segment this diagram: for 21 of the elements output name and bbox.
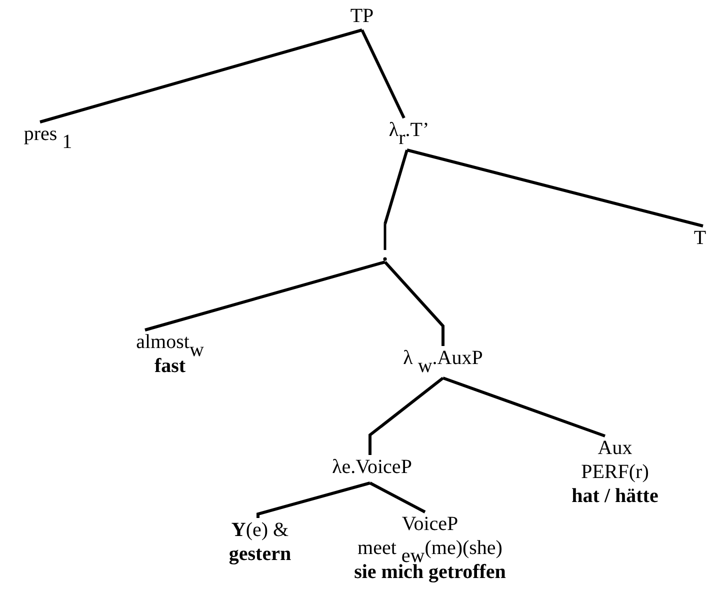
tree-branch xyxy=(406,148,704,228)
tree-branch xyxy=(442,376,606,438)
node-label: sie mich getroffen xyxy=(354,561,506,584)
tree-branch xyxy=(144,260,386,332)
tree-branch xyxy=(369,482,426,514)
node-label: gestern xyxy=(228,542,292,566)
tree-branch xyxy=(256,482,370,518)
node-label: TP xyxy=(350,4,374,28)
tree-branch xyxy=(368,376,444,455)
tree-branch xyxy=(384,261,444,346)
node-label: λe.VoiceP xyxy=(332,455,412,479)
node-label: PERF(r) xyxy=(581,460,649,484)
node-label: Y(e) & xyxy=(231,518,289,542)
node-label: hat / hätte xyxy=(572,484,658,508)
node-label: Aux xyxy=(598,436,632,460)
tree-branch xyxy=(360,29,406,119)
node-label: T xyxy=(694,226,706,250)
tree-branch xyxy=(384,150,408,224)
node-label: fast xyxy=(154,354,186,378)
node-label: VoiceP xyxy=(402,512,458,536)
tree-branch xyxy=(40,28,362,124)
